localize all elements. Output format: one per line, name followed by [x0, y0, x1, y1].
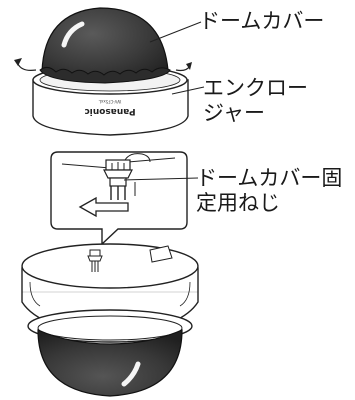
model-marking: WV-CF5xxL	[98, 99, 121, 104]
fixing-screw-detail	[103, 159, 136, 200]
label-enclosure: エンクロー ジャー	[203, 76, 308, 126]
top-camera-assembly: Panasonic WV-CF5xxL	[14, 7, 192, 136]
brand-marking: Panasonic	[84, 106, 135, 116]
leader-dome-cover	[149, 21, 202, 43]
label-dome-cover-text: ドームカバー	[199, 9, 325, 33]
leader-fixing-screw	[123, 177, 199, 181]
label-enclosure-line-1: エンクロー	[203, 76, 308, 100]
base-housing-top	[21, 243, 199, 289]
fixing-screw-small	[87, 249, 103, 272]
product-marking: Panasonic WV-CF5xxL	[84, 99, 135, 116]
label-fixing-screw-line-2: 定用ねじ	[196, 191, 280, 215]
dome-cover-lower	[37, 329, 183, 397]
enclosure-body	[32, 79, 189, 136]
detail-callout-frame	[50, 151, 188, 246]
detail-callout	[50, 151, 188, 246]
bottom-camera-assembly	[21, 243, 199, 397]
label-fixing-screw: ドームカバー固 定用ねじ	[196, 166, 342, 216]
label-dome-cover: ドームカバー	[199, 9, 324, 34]
dome-highlight	[61, 21, 85, 48]
leader-enclosure	[171, 86, 205, 95]
rotate-arrow-left	[17, 63, 37, 71]
dome-lower-highlight	[121, 361, 141, 387]
slide-direction-arrow	[78, 196, 129, 218]
label-fixing-screw-line-1: ドームカバー固	[196, 166, 343, 190]
label-enclosure-line-2: ジャー	[203, 101, 265, 125]
dome-cover-rim	[39, 66, 171, 84]
